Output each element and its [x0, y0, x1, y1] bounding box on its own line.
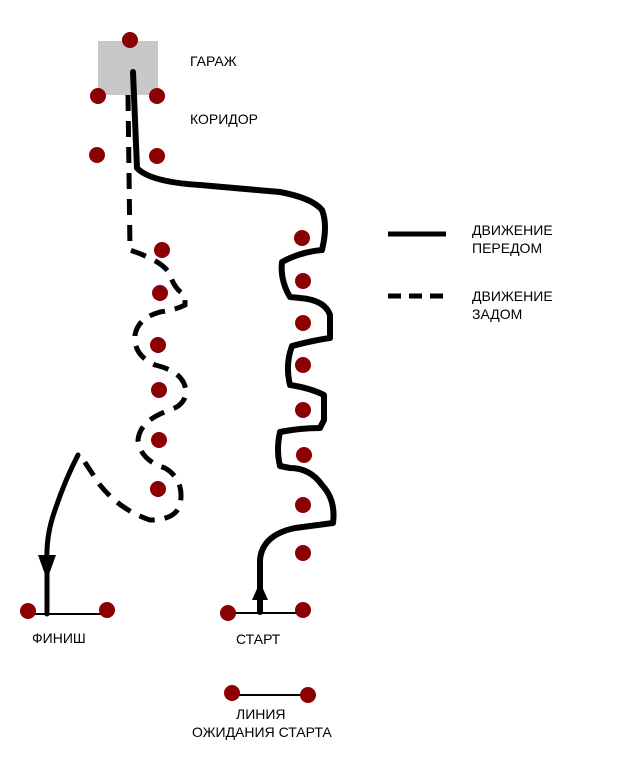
cone: [295, 273, 311, 289]
finish-label: ФИНИШ: [32, 630, 86, 646]
cone: [150, 481, 166, 497]
forward-path: [130, 69, 337, 615]
cone: [294, 230, 310, 246]
legend-forward-label-1: ДВИЖЕНИЕ: [472, 222, 553, 238]
legend-reverse-label-1: ДВИЖЕНИЕ: [472, 288, 553, 304]
cone: [89, 147, 105, 163]
cone: [151, 432, 167, 448]
cones: [20, 32, 316, 703]
cone: [122, 32, 138, 48]
legend-reverse-label-2: ЗАДОМ: [472, 306, 523, 322]
finish-arrowhead: [38, 555, 56, 580]
cone: [154, 242, 170, 258]
waiting-line-label-2: ОЖИДАНИЯ СТАРТА: [192, 724, 332, 740]
cone: [151, 382, 167, 398]
cone: [295, 357, 311, 373]
cone: [99, 602, 115, 618]
cone: [149, 148, 165, 164]
corridor-label: КОРИДОР: [190, 111, 258, 127]
forward-arrowhead: [252, 582, 268, 600]
legend-forward-label-2: ПЕРЕДОМ: [472, 240, 543, 256]
cone: [295, 315, 311, 331]
cone: [296, 447, 312, 463]
finish-path: [44, 452, 81, 617]
cone: [295, 545, 311, 561]
cone: [295, 402, 311, 418]
start-label: СТАРТ: [236, 631, 281, 647]
cone: [149, 88, 165, 104]
cone: [20, 603, 36, 619]
cone: [295, 602, 311, 618]
waiting-line-label-1: ЛИНИЯ: [236, 706, 286, 722]
garage-area: [98, 41, 158, 95]
cone: [220, 605, 236, 621]
cone: [295, 497, 311, 513]
cone: [300, 687, 316, 703]
garage-label: ГАРАЖ: [190, 53, 237, 69]
cone: [224, 685, 240, 701]
cone: [150, 337, 166, 353]
cone: [90, 88, 106, 104]
cone: [152, 285, 168, 301]
